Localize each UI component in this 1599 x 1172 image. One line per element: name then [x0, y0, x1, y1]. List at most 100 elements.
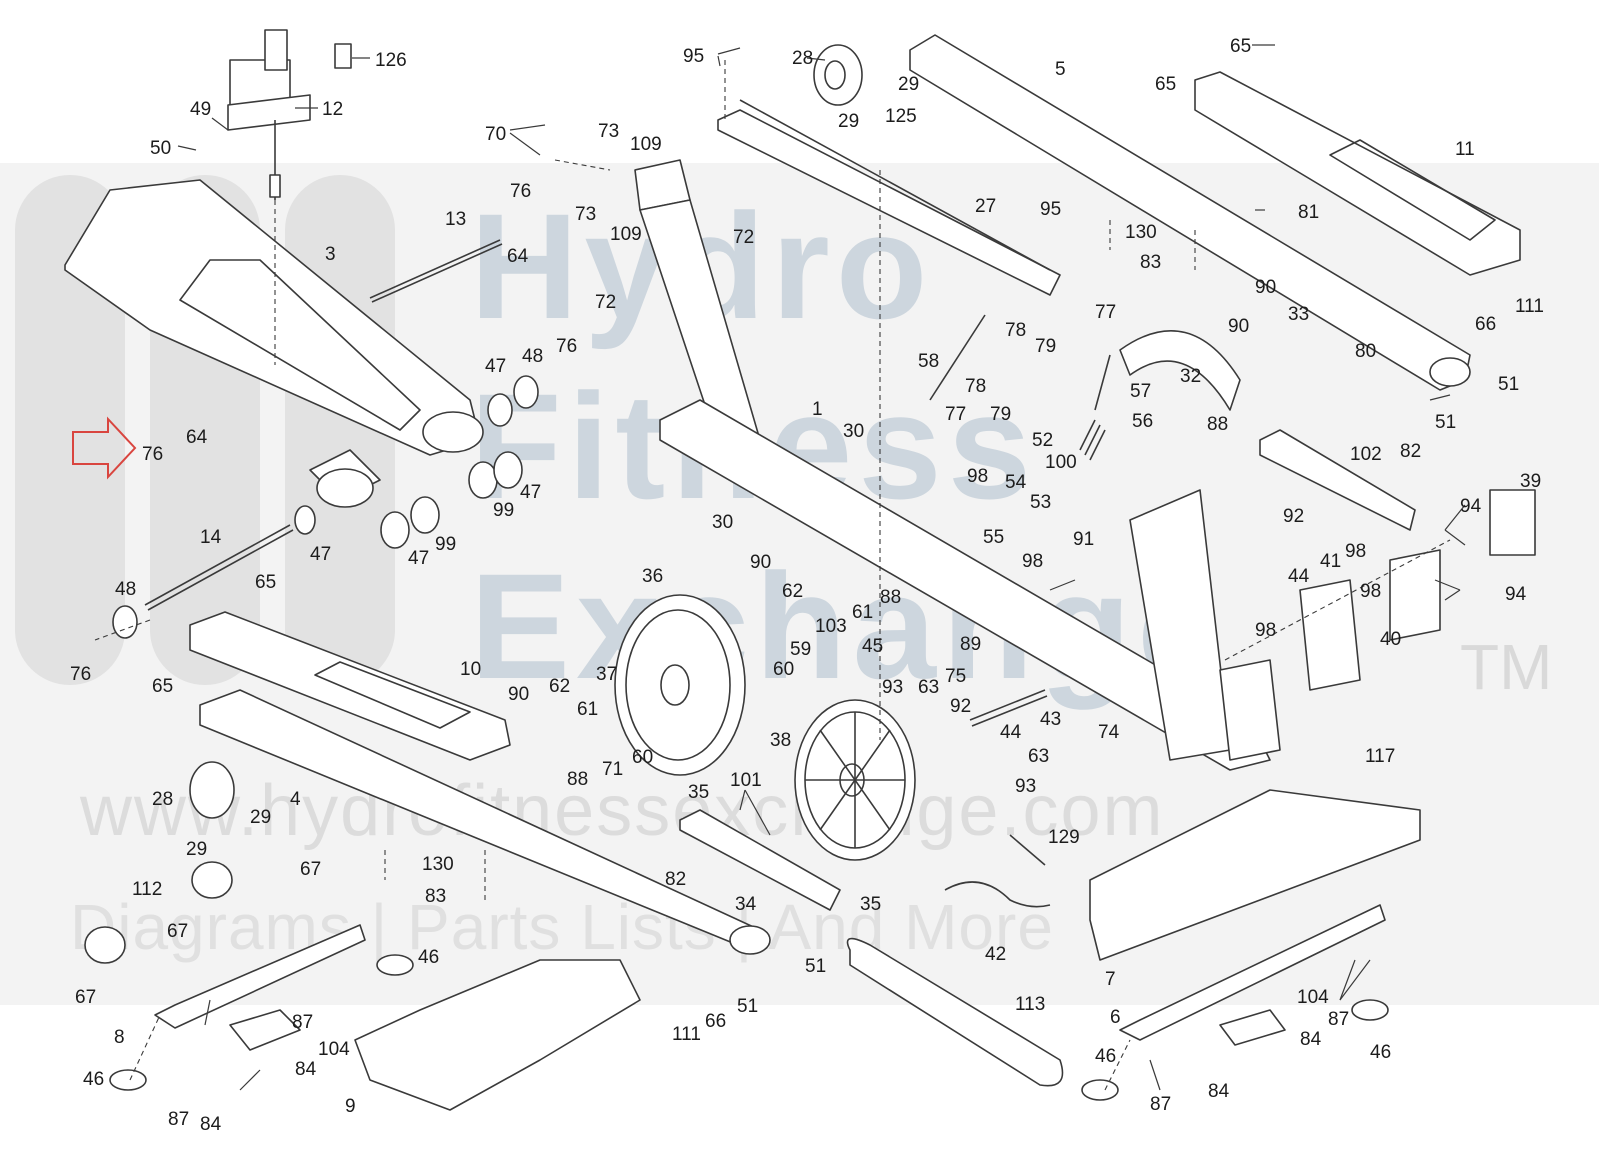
callout: 42 [985, 944, 1006, 965]
callout: 109 [610, 224, 642, 245]
callout: 43 [1040, 709, 1061, 730]
callout: 79 [1035, 336, 1056, 357]
motor-assembly [227, 29, 311, 200]
callout: 111 [1515, 296, 1544, 317]
callout: 59 [790, 639, 811, 660]
callout: 93 [1015, 776, 1036, 797]
callout: 1 [812, 399, 823, 420]
callout: 109 [630, 134, 662, 155]
callout: 100 [1045, 452, 1077, 473]
callout: 11 [1455, 139, 1475, 160]
wheel-28-top [813, 44, 863, 106]
callout: 65 [152, 676, 173, 697]
feet-46 [109, 954, 1389, 1101]
callout: 89 [960, 634, 981, 655]
watermark-tagline: Diagrams | Parts Lists | And More [70, 891, 1054, 963]
callout: 63 [918, 677, 939, 698]
callout: 90 [1228, 316, 1249, 337]
callout: 28 [792, 48, 813, 69]
callout: 29 [186, 839, 207, 860]
callout: 35 [688, 782, 709, 803]
callout: 45 [862, 636, 883, 657]
pulley-38 [794, 699, 916, 861]
callout: 56 [1132, 411, 1153, 432]
callout: 98 [967, 466, 988, 487]
callout: 36 [642, 566, 663, 587]
callout: 77 [945, 404, 966, 425]
callout: 6 [1110, 1007, 1121, 1028]
callout: 73 [598, 121, 619, 142]
callout: 76 [70, 664, 91, 685]
callout: 117 [1365, 746, 1395, 767]
bracket-34 [679, 809, 841, 911]
callout: 54 [1005, 472, 1027, 493]
callout: 90 [750, 552, 771, 573]
callout: 51 [1498, 374, 1519, 395]
callout: 88 [880, 587, 901, 608]
callout: 62 [782, 581, 803, 602]
rail-8 [154, 924, 366, 1029]
callout: 35 [860, 894, 881, 915]
callout: 51 [805, 956, 826, 977]
callout: 95 [683, 46, 704, 67]
callout: 101 [730, 770, 762, 791]
callout: 13 [445, 209, 466, 230]
callout: 55 [983, 527, 1004, 548]
callout: 95 [1040, 199, 1061, 220]
callout: 65 [1155, 74, 1176, 95]
callout: 47 [520, 482, 541, 503]
part-126 [334, 43, 352, 69]
callout: 76 [510, 181, 531, 202]
callout: 48 [522, 346, 543, 367]
callout: 52 [1032, 430, 1053, 451]
callout: 92 [1283, 506, 1304, 527]
callout: 44 [1288, 566, 1310, 587]
callout: 99 [435, 534, 456, 555]
callout: 61 [577, 699, 598, 720]
callout: 88 [567, 769, 588, 790]
part-41 [1299, 579, 1361, 691]
axle-13 [369, 239, 501, 299]
callout: 29 [898, 74, 919, 95]
callout: 84 [295, 1059, 317, 1080]
callout: 94 [1460, 496, 1482, 517]
callout: 87 [1150, 1094, 1171, 1115]
callout: 62 [549, 676, 570, 697]
callout: 29 [838, 111, 859, 132]
callout: 102 [1350, 444, 1382, 465]
callout: 67 [167, 921, 188, 942]
callout: 77 [1095, 302, 1116, 323]
callout: 65 [1230, 36, 1251, 57]
rail-27 [717, 99, 1061, 296]
callout: 60 [632, 747, 653, 768]
part-40 [1389, 549, 1441, 641]
callout: 74 [1098, 722, 1120, 743]
callout: 48 [115, 579, 136, 600]
callout: 87 [1328, 1009, 1349, 1030]
callout: 90 [508, 684, 529, 705]
callout: 66 [705, 1011, 726, 1032]
callout: 57 [1130, 381, 1151, 402]
callout: 12 [322, 99, 343, 120]
callout: 46 [1370, 1042, 1391, 1063]
callout: 129 [1048, 827, 1080, 848]
callout: 84 [1208, 1081, 1230, 1102]
callout: 91 [1073, 529, 1094, 550]
callout: 112 [132, 879, 162, 900]
wheels-112 [84, 761, 235, 964]
callout: 81 [1298, 202, 1319, 223]
callout: 64 [186, 427, 208, 448]
callout: 98 [1345, 541, 1366, 562]
callout: 4 [290, 789, 301, 810]
callout: 65 [255, 572, 276, 593]
callout: 50 [150, 138, 171, 159]
callout: 82 [665, 869, 686, 890]
wire-harness-42 [944, 881, 1051, 908]
callout: 98 [1255, 620, 1276, 641]
callout: 33 [1288, 304, 1309, 325]
callout: 32 [1180, 366, 1201, 387]
callout: 87 [168, 1109, 189, 1130]
callout: 80 [1355, 341, 1376, 362]
callout: 8 [114, 1027, 125, 1048]
